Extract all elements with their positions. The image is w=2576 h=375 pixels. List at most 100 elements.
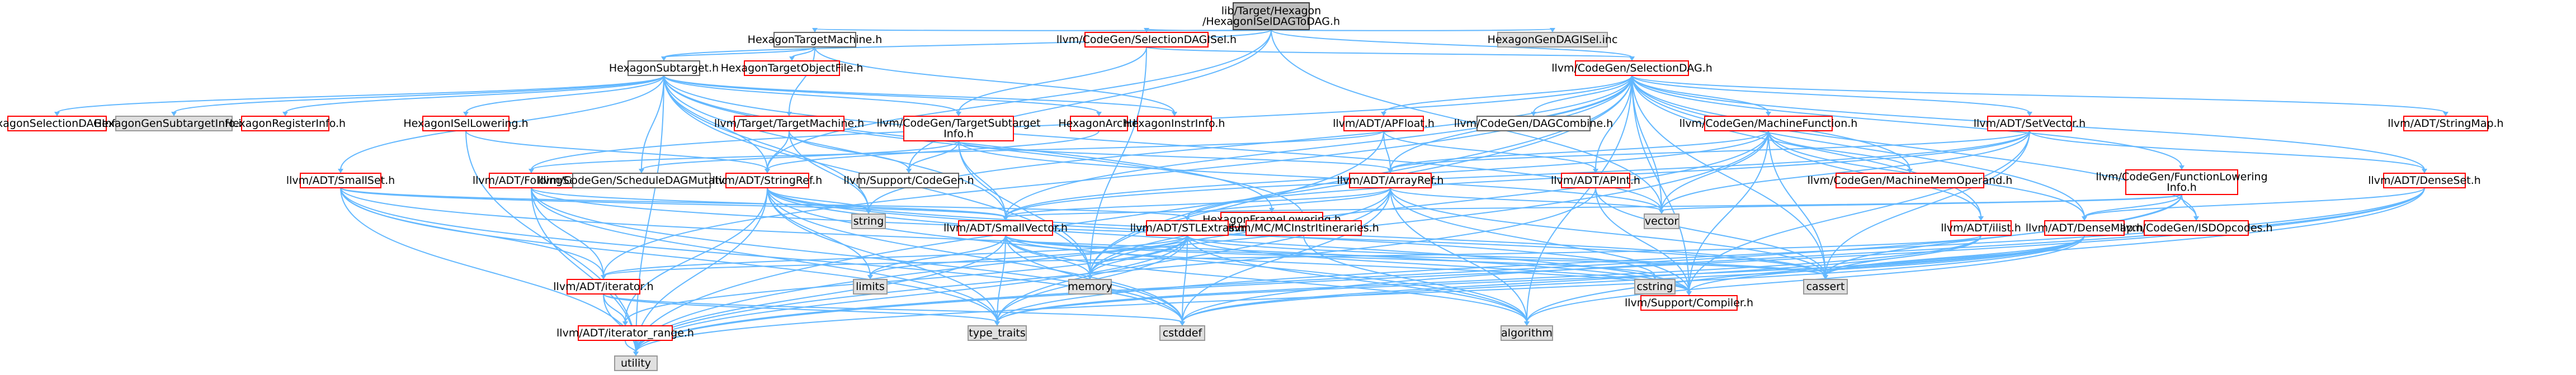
arrowhead-hexagon_subtarget-to-hexagon_arch [1096, 112, 1102, 116]
node-label: HexagonGenDAGISel.inc [1488, 34, 1618, 46]
edge-codegen_machine_function-to-utility [635, 130, 1769, 353]
node-adt-small-vector[interactable]: llvm/ADT/SmallVector.h [943, 220, 1068, 236]
node-label: cstddef [1163, 327, 1203, 339]
node-adt-apint[interactable]: llvm/ADT/APInt.h [1551, 173, 1640, 188]
arrowhead-adt_set_vector-to-adt_dense_set [2422, 169, 2427, 173]
arrowhead-adt_dense_map-to-cassert [1823, 275, 1828, 279]
node-box [734, 116, 844, 131]
node-label: llvm/Support/CodeGen.h [843, 174, 974, 187]
node-hexagon-arch[interactable]: HexagonArch.h [1058, 116, 1140, 131]
node-label: llvm/ADT/iterator_range.h [556, 327, 694, 339]
node-label: llvm/ADT/SmallSet.h [286, 174, 395, 187]
node-box [853, 279, 888, 295]
node-adt-string-ref[interactable]: llvm/ADT/StringRef.h [713, 173, 822, 188]
node-label: cstring [1637, 281, 1673, 293]
edge-adt_small_vector-to-limits [870, 235, 1006, 277]
node-adt-dense-map[interactable]: llvm/ADT/DenseMap.h [2026, 220, 2143, 236]
node-hexagon-target-object-file[interactable]: HexagonTargetObjectFile.h [721, 60, 864, 76]
node-adt-folding-set[interactable]: llvm/ADT/FoldingSet.h [473, 173, 590, 188]
node-hexagon-gen-dag-isel-inc: HexagonGenDAGISel.inc [1488, 32, 1618, 48]
node-cstddef: cstddef [1159, 325, 1205, 341]
node-codegen-machine-mem-operand[interactable]: llvm/CodeGen/MachineMemOperand.h [1808, 173, 2013, 188]
node-box [1343, 116, 1424, 131]
edge-adt_string_ref-to-algorithm [767, 187, 1527, 323]
edge-codegen_function_lowering_info-to-codegen_isd_opcodes [2181, 194, 2197, 218]
node-box [1146, 220, 1229, 236]
node-adt-string-map[interactable]: llvm/ADT/StringMap.h [2388, 116, 2504, 131]
node-mc-mc-instr-itineraries[interactable]: llvm/MC/MCInstrItineraries.h [1228, 220, 1379, 236]
node-hexagon-register-info[interactable]: HexagonRegisterInfo.h [225, 116, 346, 131]
node-box [1159, 325, 1205, 341]
edge-mc_mc_instr_itineraries-to-algorithm [1303, 235, 1527, 323]
edge-codegen_target_subtarget_info-to-vector [958, 140, 1662, 211]
node-adt-apfloat[interactable]: llvm/ADT/APFloat.h [1333, 116, 1435, 131]
node-adt-iterator[interactable]: llvm/ADT/iterator.h [553, 279, 654, 295]
node-root: lib/Target/Hexagon/HexagonISelDAGToDAG.h [1202, 2, 1340, 30]
node-box [1634, 279, 1676, 295]
edge-adt_folding_set-to-utility [531, 187, 636, 353]
node-label: llvm/ADT/APInt.h [1551, 174, 1640, 187]
node-codegen-machine-function[interactable]: llvm/CodeGen/MachineFunction.h [1679, 116, 1858, 131]
node-box [1704, 116, 1833, 131]
node-adt-iterator-range[interactable]: llvm/ADT/iterator_range.h [556, 325, 694, 341]
node-adt-set-vector[interactable]: llvm/ADT/SetVector.h [1974, 116, 2086, 131]
edge-adt_array_ref-to-cassert [1390, 187, 1826, 277]
node-codegen-selection-dag[interactable]: llvm/CodeGen/SelectionDAG.h [1551, 60, 1712, 76]
node-target-target-machine[interactable]: llvm/Target/TargetMachine.h [714, 116, 864, 131]
edge-hexagon_subtarget-to-hexagon_selection_dag_info [56, 75, 664, 113]
edge-root-to-codegen_selection_dag [1271, 29, 1633, 58]
node-hexagon-isel-lowering[interactable]: HexagonISelLowering.h [403, 116, 529, 131]
arrowhead-codegen_selection_dag-to-adt_set_vector [2027, 112, 2032, 116]
node-codegen-selection-dagisel[interactable]: llvm/CodeGen/SelectionDAGISel.h [1056, 32, 1237, 48]
edge-hexagon_subtarget-to-codegen_target_subtarget_info [663, 75, 959, 113]
arrowhead-hexagon_subtarget-to-hexagon_instr_info [1172, 112, 1177, 116]
edge-adt_small_vector-to-algorithm [1005, 235, 1527, 323]
node-limits: limits [853, 279, 888, 295]
node-label: llvm/ADT/iterator.h [553, 281, 653, 293]
edge-hexagon_target_machine-to-hexagon_subtarget [663, 46, 815, 58]
node-label: Info.h [943, 128, 974, 140]
node-label: type_traits [969, 327, 1025, 339]
node-adt-dense-set[interactable]: llvm/ADT/DenseSet.h [2368, 173, 2481, 188]
node-label: llvm/ADT/StringRef.h [713, 174, 822, 187]
edge-adt_stl_extras-to-algorithm [1187, 235, 1527, 323]
edge-codegen_selection_dag-to-codegen_machine_function [1631, 75, 1769, 113]
edge-hexagon_target_machine-to-hexagon_instr_info [814, 46, 1175, 113]
node-box [1836, 173, 1984, 188]
node-adt-array-ref[interactable]: llvm/ADT/ArrayRef.h [1337, 173, 1444, 188]
edge-hexagon_subtarget-to-codegen_schedule_dag_mutation [641, 75, 664, 170]
node-label: string [853, 215, 884, 227]
edge-adt_small_vector-to-type_traits [997, 235, 1006, 323]
node-support-compiler[interactable]: llvm/Support/Compiler.h [1625, 295, 1753, 311]
node-label: HexagonSubtarget.h [609, 62, 719, 74]
node-box [773, 32, 856, 48]
arrowhead-hexagon_subtarget-to-hexagon_gen_subtarget_info_inc [171, 112, 177, 116]
node-box [422, 116, 509, 131]
edge-adt_dense_set-to-cstddef [1182, 187, 2425, 323]
node-cstring: cstring [1634, 279, 1676, 295]
node-adt-stl-extras[interactable]: llvm/ADT/STLExtras.h [1130, 220, 1245, 236]
edge-adt_set_vector-to-vector [1661, 130, 2030, 211]
node-box [614, 355, 658, 371]
edge-adt_dense_set-to-type_traits [997, 187, 2425, 323]
node-box [1349, 173, 1432, 188]
node-adt-ilist[interactable]: llvm/ADT/ilist.h [1941, 220, 2021, 236]
node-box [1084, 32, 1209, 48]
node-hexagon-instr-info[interactable]: HexagonInstrInfo.h [1124, 116, 1225, 131]
edge-codegen_selection_dag-to-cassert [1631, 75, 1826, 277]
node-codegen-isd-opcodes[interactable]: llvm/CodeGen/ISDOpcodes.h [2120, 220, 2273, 236]
arrowhead-hexagon_frame_lowering-to-adt_stl_extras [1185, 216, 1190, 221]
edge-adt_array_ref-to-memory [1089, 187, 1391, 277]
node-adt-small-set[interactable]: llvm/ADT/SmallSet.h [286, 173, 395, 188]
edge-adt_stl_extras-to-adt_iterator_range [625, 235, 1188, 323]
node-box [1068, 279, 1112, 295]
arrowhead-hexagon_target_machine-to-hexagon_target_object_file [789, 56, 795, 61]
edge-hexagon_subtarget-to-utility [635, 75, 664, 353]
edge-adt_dense_map-to-cstddef [1182, 235, 2085, 323]
node-hexagon-selection-dag-info[interactable]: HexagonSelectionDAGInfo.h [0, 116, 132, 131]
edge-hexagon_subtarget-to-hexagon_instr_info [663, 75, 1175, 113]
edge-adt_array_ref-to-support_compiler [1390, 187, 1690, 293]
node-box [241, 116, 329, 131]
